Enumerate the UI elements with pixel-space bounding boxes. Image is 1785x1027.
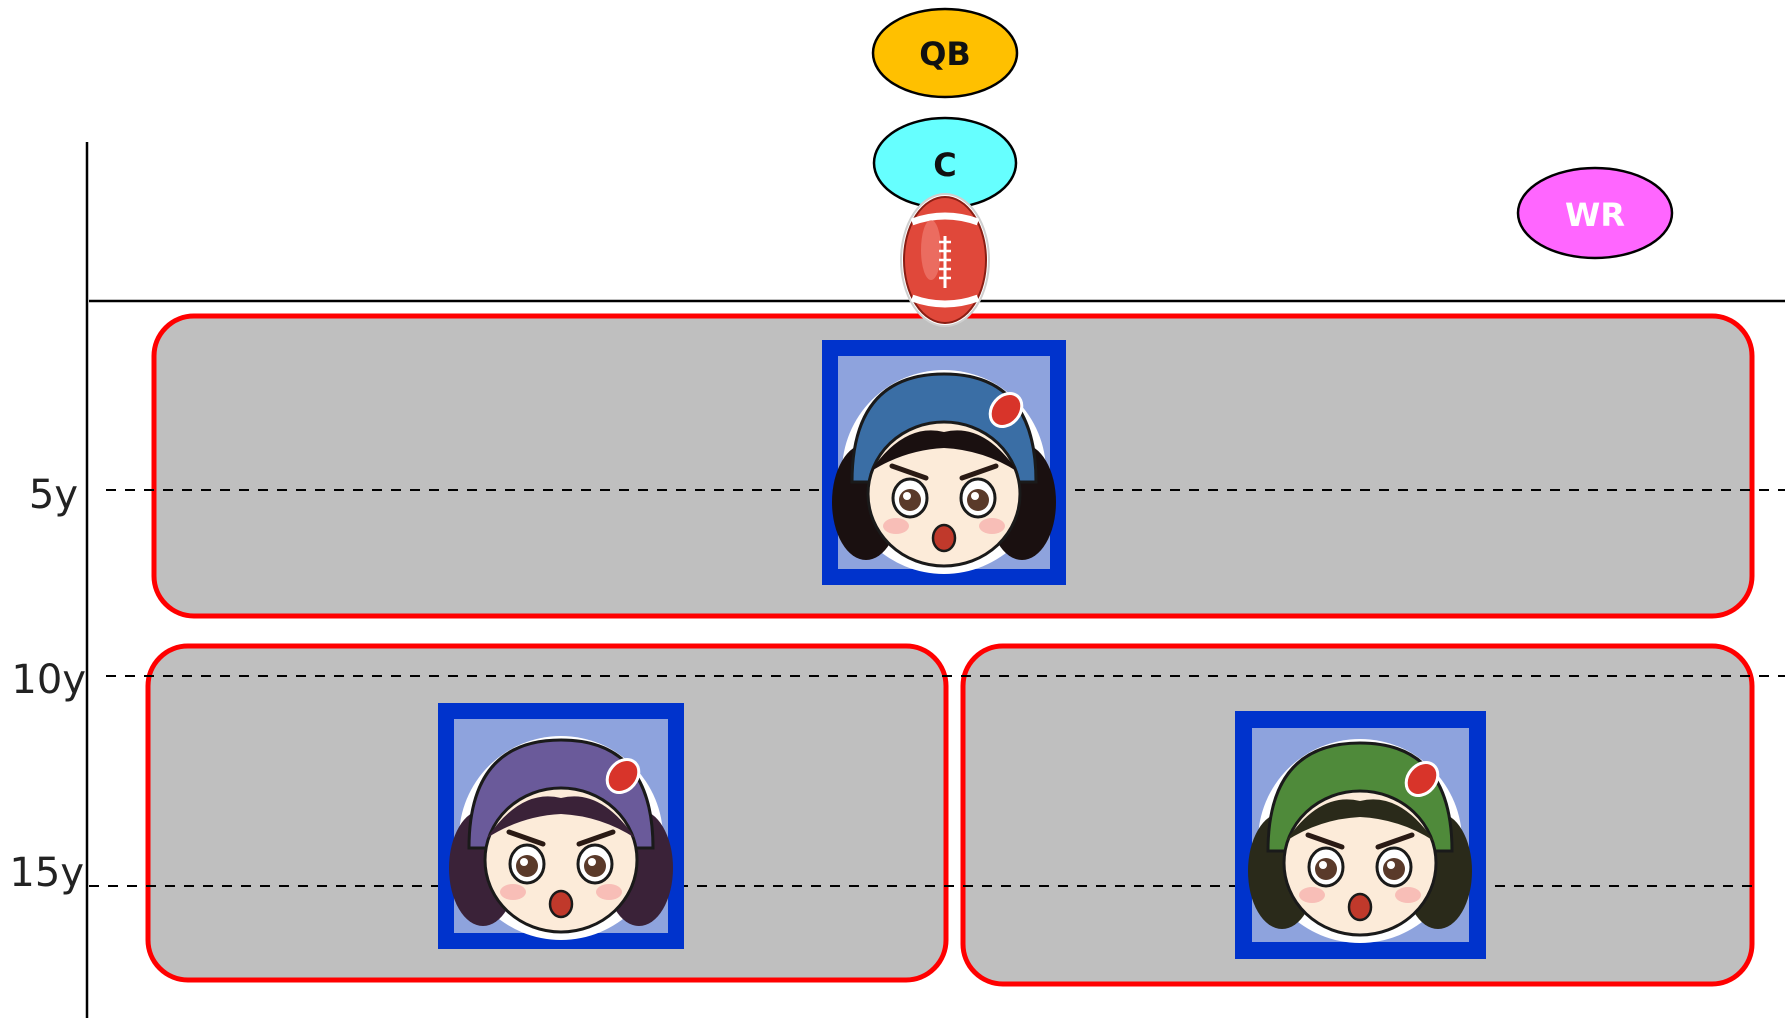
- defender-girl-dark-hair-icon: [832, 370, 1056, 574]
- yard-label-5: 5y: [29, 472, 78, 518]
- player-wr: WR: [1516, 166, 1674, 260]
- player-wr-label: WR: [1565, 196, 1625, 234]
- player-qb-marker: [871, 7, 1019, 99]
- football-icon: [900, 193, 990, 327]
- player-c: C: [872, 116, 1018, 210]
- player-qb: QB: [871, 7, 1019, 99]
- player-c-label: C: [933, 146, 956, 184]
- player-wr-marker: [1516, 166, 1674, 260]
- yard-label-10: 10y: [11, 657, 86, 703]
- yard-label-15: 15y: [9, 850, 84, 896]
- avatar-left-hook: [438, 703, 684, 949]
- player-qb-label: QB: [919, 35, 971, 73]
- defender-girl-purple-hair-icon: [449, 736, 673, 940]
- avatar-right-hook: [1235, 711, 1486, 959]
- avatar-deep: [822, 340, 1066, 585]
- defender-boy-green-helmet-icon: [1248, 739, 1472, 943]
